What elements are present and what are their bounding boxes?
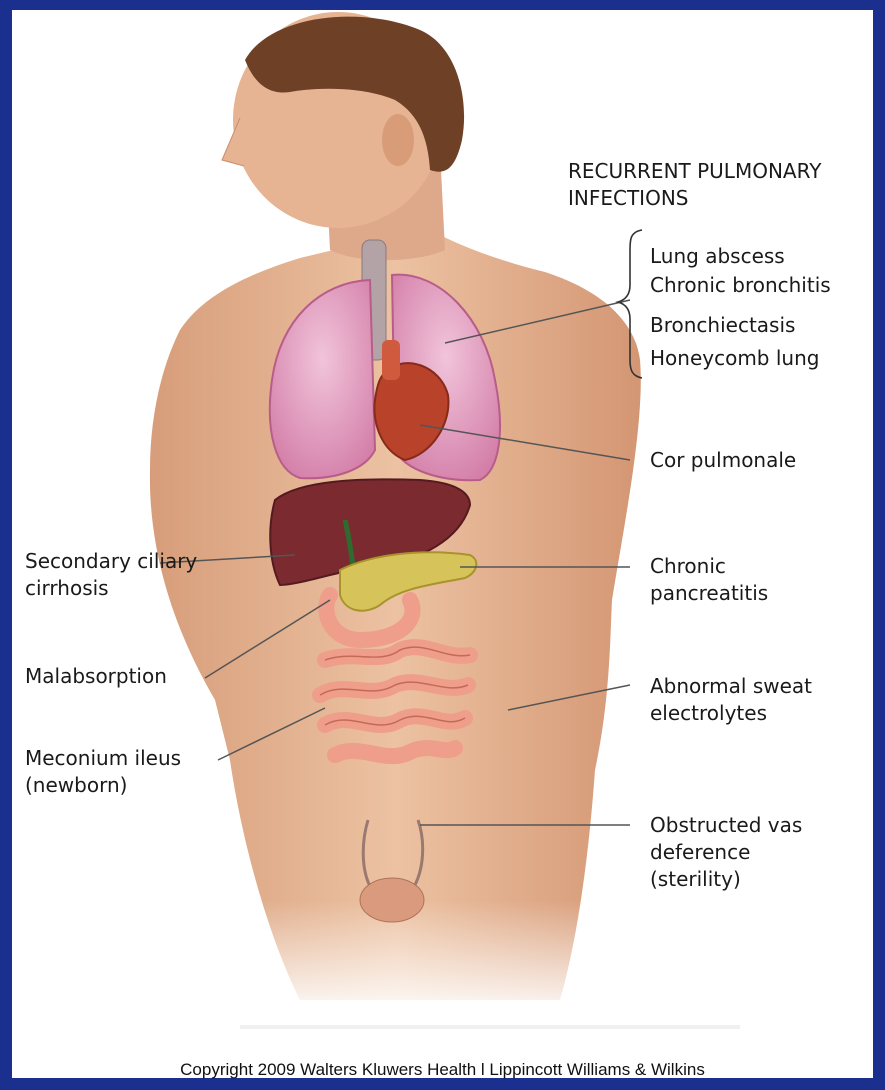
label-meconium-ileus: Meconium ileus (newborn): [25, 745, 225, 799]
label-malabsorption: Malabsorption: [25, 663, 167, 690]
label-lung-abscess: Lung abscess: [650, 243, 785, 270]
aorta: [382, 340, 400, 380]
label-bronchiectasis: Bronchiectasis: [650, 312, 795, 339]
label-chronic-pancreatitis: Chronic pancreatitis: [650, 553, 800, 607]
recurrent-pulmonary-heading: RECURRENT PULMONARY INFECTIONS: [568, 158, 868, 212]
ear: [382, 114, 414, 166]
faded-caption: [240, 1025, 740, 1029]
label-cor-pulmonale: Cor pulmonale: [650, 447, 796, 474]
pelvic-organ: [360, 878, 424, 922]
label-honeycomb-lung: Honeycomb lung: [650, 345, 819, 372]
label-abnormal-sweat-electrolytes: Abnormal sweat electrolytes: [650, 673, 840, 727]
label-secondary-ciliary-cirrhosis: Secondary ciliary cirrhosis: [25, 548, 200, 602]
copyright-notice: Copyright 2009 Walters Kluwers Health l …: [0, 1060, 885, 1080]
label-obstructed-vas-deferens: Obstructed vas deference (sterility): [650, 812, 830, 893]
label-chronic-bronchitis: Chronic bronchitis: [650, 272, 831, 299]
